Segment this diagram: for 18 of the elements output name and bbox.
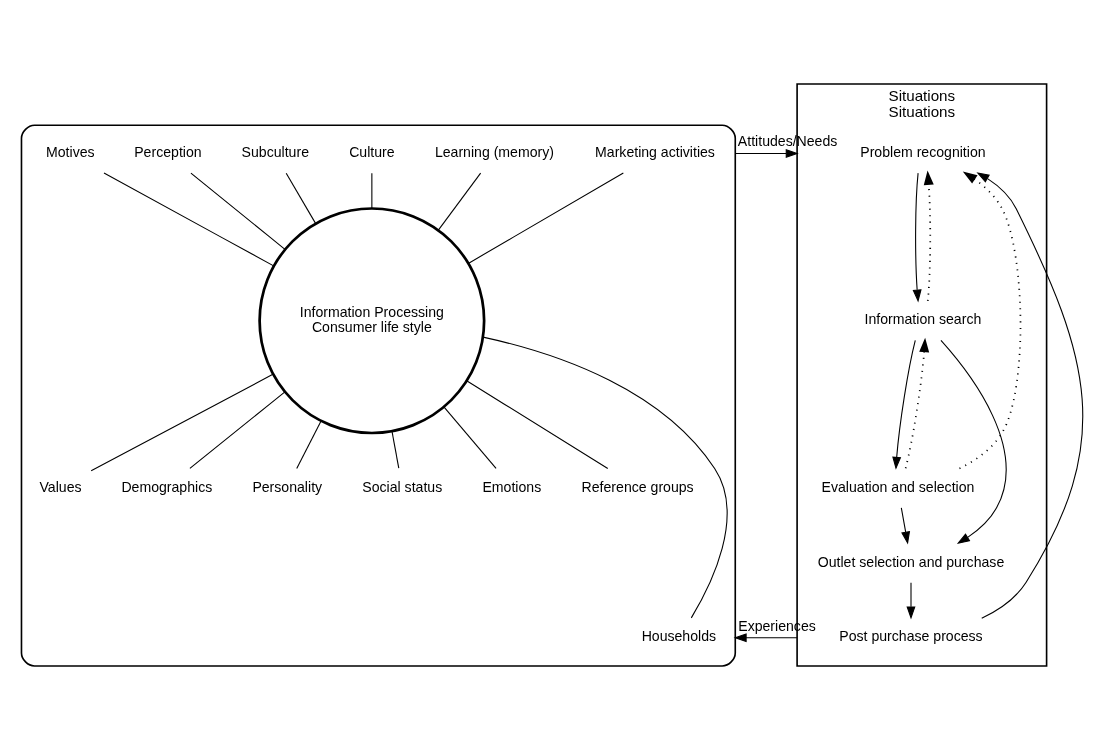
node-text: Subculture	[241, 144, 310, 161]
node-text: Information search	[864, 311, 982, 328]
node-text: Emotions	[482, 478, 542, 495]
node-text: Learning (memory)	[434, 144, 554, 161]
node-text: Values	[39, 478, 82, 495]
node-text: Problem recognition	[860, 144, 986, 161]
node-text: Outlet selection and purchase	[817, 553, 1005, 570]
node-text: Perception	[134, 144, 202, 161]
node-text: Post purchase process	[839, 628, 983, 645]
node-text: Reference groups	[581, 478, 694, 495]
node-text: Evaluation and selection	[821, 478, 975, 495]
node-text: Households	[641, 628, 717, 645]
node-text: Personality	[252, 478, 323, 495]
node-text: Culture	[349, 144, 395, 161]
node-text: Social status	[362, 478, 443, 495]
node-text: Demographics	[121, 478, 213, 495]
node-text: Marketing activities	[595, 144, 715, 161]
node-text: Motives	[46, 144, 95, 161]
